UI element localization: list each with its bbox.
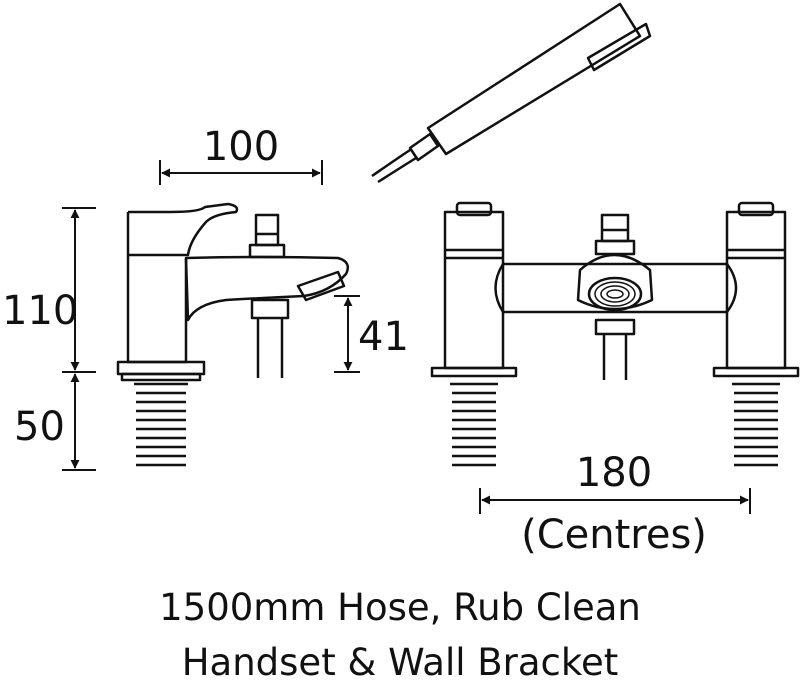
caption-line-1: 1500mm Hose, Rub Clean — [159, 586, 641, 629]
dimension-height-lower: 50 — [14, 404, 65, 450]
front-view-tap — [430, 201, 800, 467]
dimension-centres-value: 180 — [576, 450, 652, 496]
dimension-centres-label: (Centres) — [521, 512, 707, 558]
dimension-spout-height: 41 — [358, 314, 409, 360]
dimension-side-width: 100 — [203, 124, 279, 170]
side-view-tap — [116, 202, 349, 467]
dimension-lines — [62, 160, 751, 514]
shower-handset — [371, 2, 652, 184]
caption-line-2: Handset & Wall Bracket — [182, 641, 619, 684]
dimension-height-upper: 110 — [2, 288, 78, 334]
